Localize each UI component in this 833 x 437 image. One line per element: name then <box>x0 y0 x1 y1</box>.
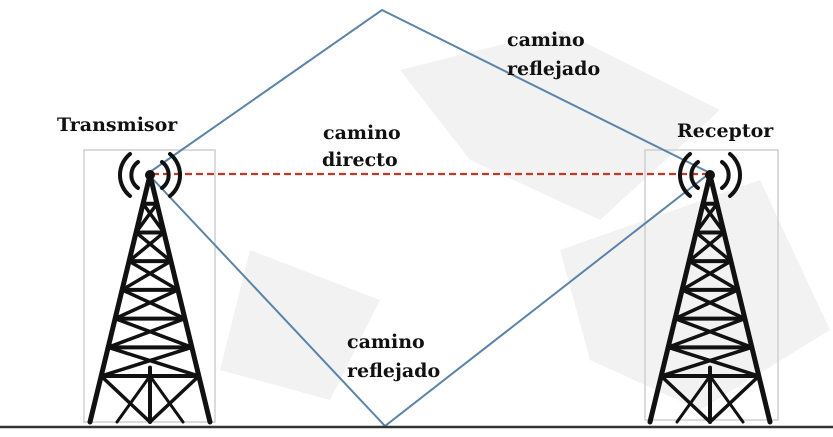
receiver-tower-icon <box>647 170 773 425</box>
receiver-antenna-icon <box>677 152 743 198</box>
reflected-top-label-line2: reflejado <box>507 58 601 80</box>
reflected-bottom-label-line2: reflejado <box>347 360 441 382</box>
transmitter-label: Transmisor <box>57 114 178 136</box>
transmitter-tower-icon <box>87 170 213 425</box>
direct-path-label-line2: directo <box>322 149 398 171</box>
reflected-top-label-line1: camino <box>507 29 585 51</box>
reflected-bottom-label-line1: camino <box>347 331 425 353</box>
receiver-label: Receptor <box>677 120 774 142</box>
transmitter-antenna-icon <box>117 152 183 198</box>
direct-path-label-line1: camino <box>323 122 401 144</box>
reflected-path-top <box>149 8 709 173</box>
